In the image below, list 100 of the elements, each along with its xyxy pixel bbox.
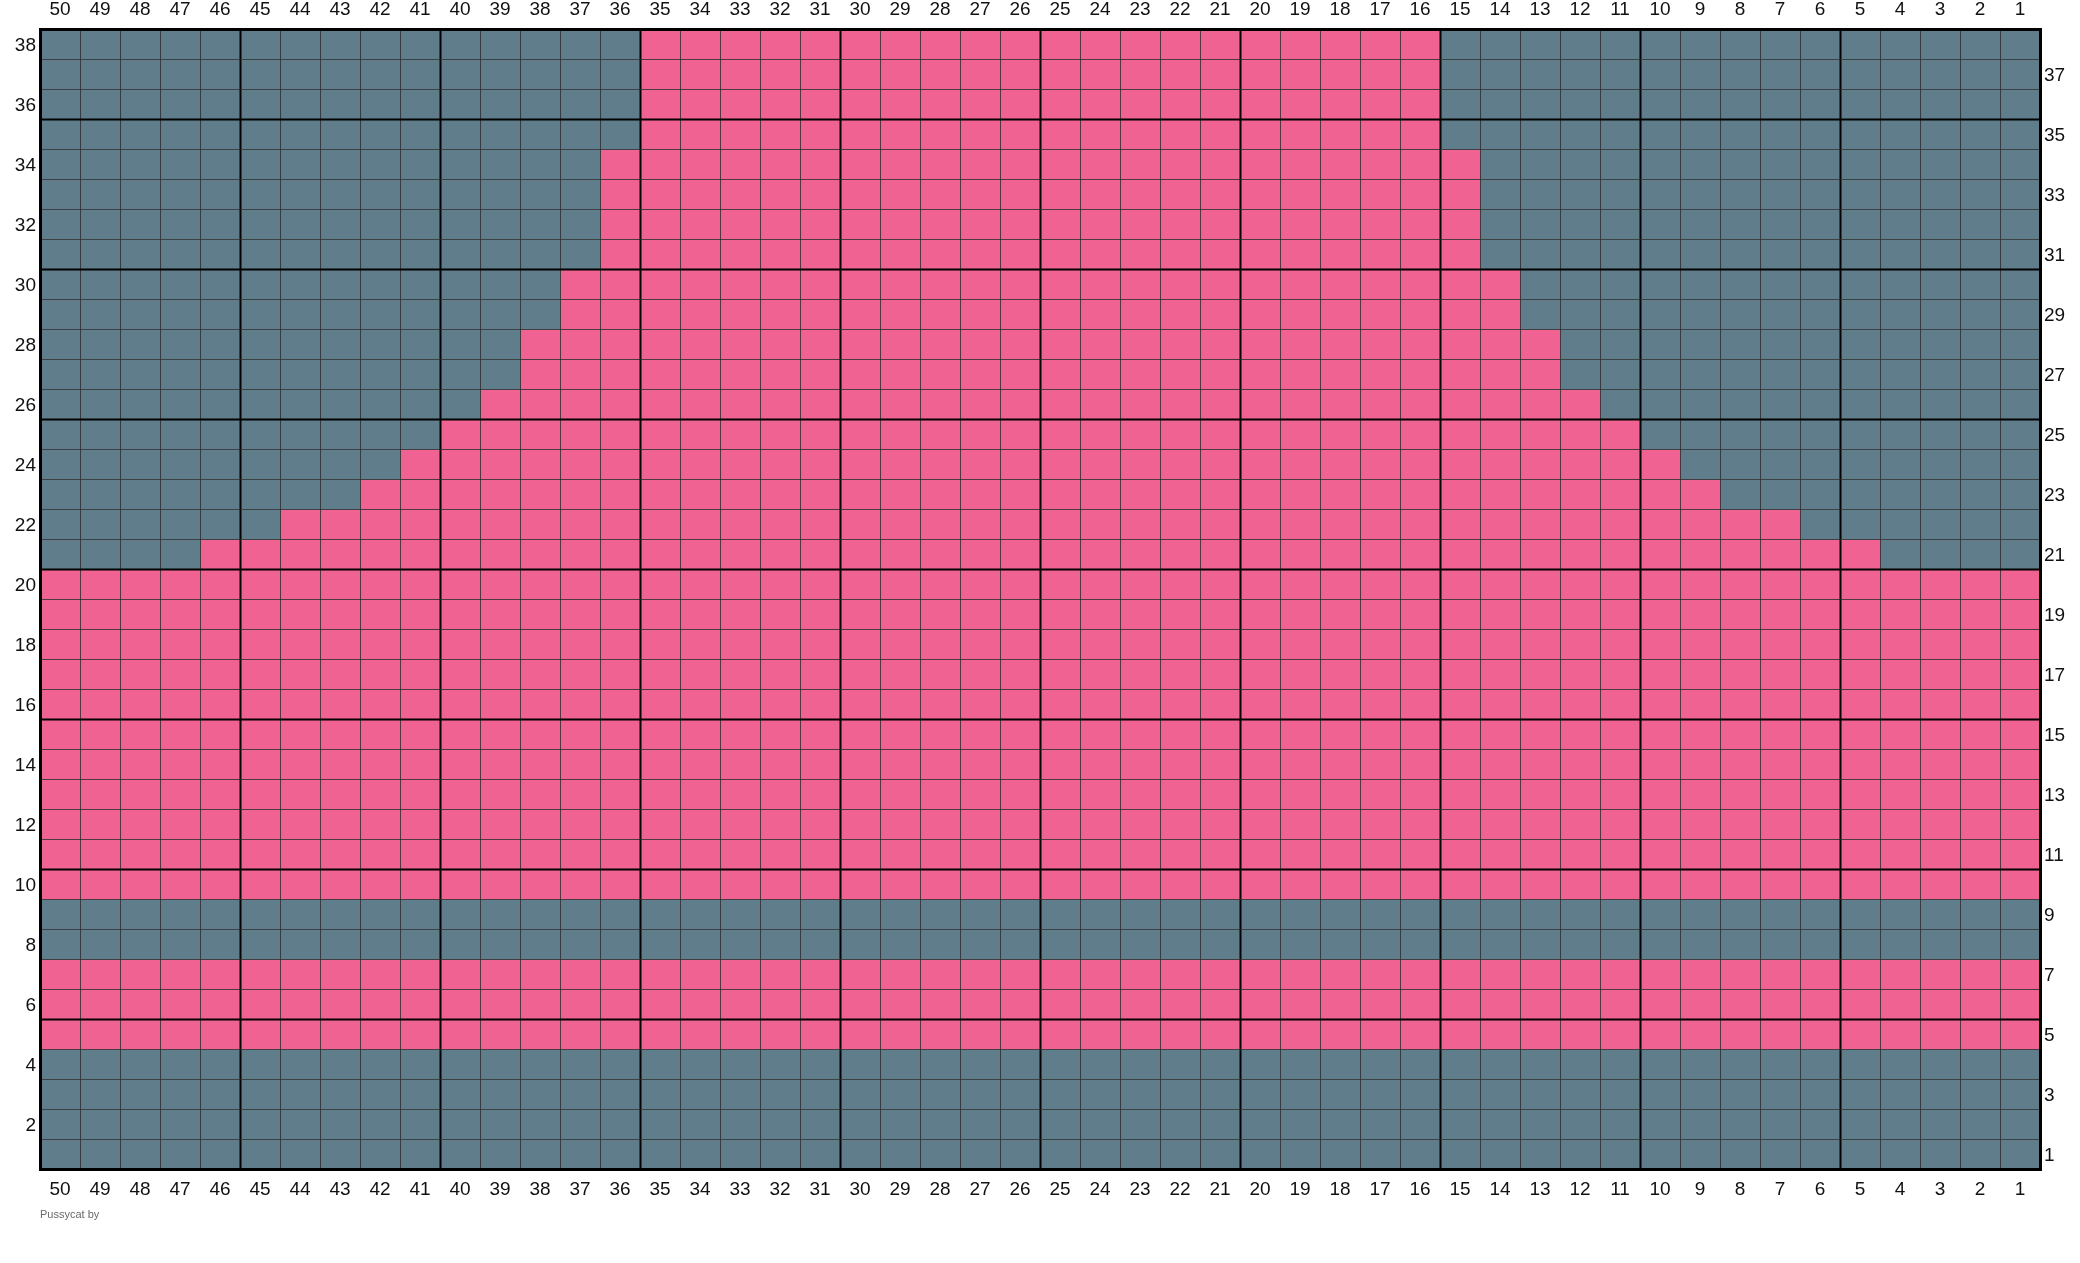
column-number: 23 <box>1129 0 1151 19</box>
column-number: 41 <box>409 0 431 19</box>
row-number: 37 <box>2044 64 2066 85</box>
column-number: 45 <box>249 0 271 19</box>
column-number: 1 <box>2014 1179 2026 1199</box>
column-number: 44 <box>289 0 311 19</box>
column-number: 13 <box>1529 0 1551 19</box>
chart-caption: Pussycat by <box>40 1208 100 1221</box>
column-number: 26 <box>1009 0 1031 19</box>
column-number: 20 <box>1249 0 1271 19</box>
column-number: 3 <box>1934 1179 1946 1199</box>
row-number: 13 <box>2044 784 2066 805</box>
column-number: 48 <box>129 0 151 19</box>
column-number: 36 <box>609 0 631 19</box>
column-number: 9 <box>1694 0 1706 19</box>
row-number: 36 <box>14 94 36 115</box>
row-number: 2 <box>25 1114 36 1135</box>
row-number: 3 <box>2044 1084 2055 1105</box>
column-number: 40 <box>449 0 471 19</box>
row-number: 8 <box>25 934 36 955</box>
row-number: 31 <box>2044 244 2066 265</box>
row-number: 20 <box>14 574 36 595</box>
column-number: 42 <box>369 1179 391 1199</box>
row-number: 19 <box>2044 604 2066 625</box>
column-number: 27 <box>969 0 991 19</box>
column-number: 24 <box>1089 0 1111 19</box>
row-number: 27 <box>2044 364 2066 385</box>
row-number: 17 <box>2044 664 2066 685</box>
column-number: 50 <box>49 1179 71 1199</box>
column-number: 46 <box>209 0 231 19</box>
column-number: 14 <box>1489 1179 1511 1199</box>
row-number: 38 <box>14 34 36 55</box>
row-number: 9 <box>2044 904 2055 925</box>
row-number: 6 <box>25 994 36 1015</box>
row-number: 28 <box>14 334 36 355</box>
column-number: 19 <box>1289 1179 1311 1199</box>
column-number: 26 <box>1009 1179 1031 1199</box>
row-number: 35 <box>2044 124 2066 145</box>
row-number: 11 <box>2044 844 2064 865</box>
column-number: 17 <box>1369 0 1391 19</box>
column-number: 12 <box>1569 0 1591 19</box>
column-number: 49 <box>89 0 111 19</box>
column-number: 7 <box>1774 0 1786 19</box>
column-number: 16 <box>1409 0 1431 19</box>
row-number: 34 <box>14 154 36 175</box>
column-number: 24 <box>1089 1179 1111 1199</box>
column-number: 49 <box>89 1179 111 1199</box>
column-number: 29 <box>889 0 911 19</box>
column-number: 17 <box>1369 1179 1391 1199</box>
column-number: 8 <box>1734 1179 1746 1199</box>
column-number: 11 <box>1610 0 1630 19</box>
column-number: 34 <box>689 1179 711 1199</box>
column-number: 38 <box>529 1179 551 1199</box>
column-number: 28 <box>929 0 951 19</box>
column-number: 1 <box>2014 0 2026 19</box>
column-number: 5 <box>1854 0 1866 19</box>
column-number: 35 <box>649 0 671 19</box>
column-number: 45 <box>249 1179 271 1199</box>
column-number: 21 <box>1209 1179 1231 1199</box>
column-number: 23 <box>1129 1179 1151 1199</box>
column-number: 47 <box>169 1179 191 1199</box>
row-number: 18 <box>14 634 36 655</box>
row-number: 4 <box>25 1054 36 1075</box>
column-number: 27 <box>969 1179 991 1199</box>
column-number: 22 <box>1169 0 1191 19</box>
column-number: 21 <box>1209 0 1231 19</box>
column-number: 32 <box>769 0 791 19</box>
column-number: 37 <box>569 0 591 19</box>
column-number: 43 <box>329 1179 351 1199</box>
column-number: 12 <box>1569 1179 1591 1199</box>
row-number: 26 <box>14 394 36 415</box>
column-number: 43 <box>329 0 351 19</box>
column-number: 15 <box>1449 1179 1471 1199</box>
column-number: 19 <box>1289 0 1311 19</box>
column-number: 41 <box>409 1179 431 1199</box>
column-number: 4 <box>1894 1179 1906 1199</box>
column-number: 10 <box>1649 0 1671 19</box>
row-number: 16 <box>14 694 36 715</box>
row-number: 12 <box>14 814 36 835</box>
column-number: 6 <box>1814 0 1826 19</box>
column-number: 18 <box>1329 0 1351 19</box>
row-number: 24 <box>14 454 36 475</box>
row-number: 15 <box>2044 724 2066 745</box>
column-number: 6 <box>1814 1179 1826 1199</box>
column-number: 11 <box>1610 1179 1630 1199</box>
column-number: 3 <box>1934 0 1946 19</box>
column-number: 7 <box>1774 1179 1786 1199</box>
column-number: 25 <box>1049 1179 1071 1199</box>
column-number: 34 <box>689 0 711 19</box>
column-number: 46 <box>209 1179 231 1199</box>
column-number: 10 <box>1649 1179 1671 1199</box>
column-number: 20 <box>1249 1179 1271 1199</box>
column-number: 33 <box>729 0 751 19</box>
row-number: 32 <box>14 214 36 235</box>
row-number: 30 <box>14 274 36 295</box>
column-number: 47 <box>169 0 191 19</box>
column-number: 30 <box>849 0 871 19</box>
column-number: 22 <box>1169 1179 1191 1199</box>
row-number: 29 <box>2044 304 2066 325</box>
column-number: 4 <box>1894 0 1906 19</box>
